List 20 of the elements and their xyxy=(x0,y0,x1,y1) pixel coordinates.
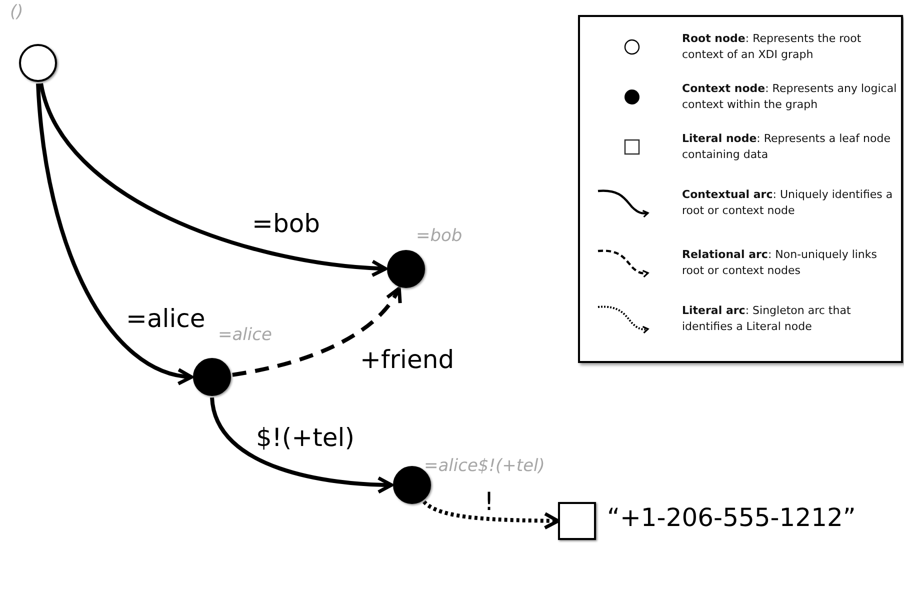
node-caption: () xyxy=(10,2,24,22)
arrow xyxy=(210,397,394,494)
legend-text: Contextual arc: Uniquely identifies a root or context node xyxy=(682,187,894,219)
node-caption: =alice$!(+tel) xyxy=(424,456,545,476)
literal-node-square xyxy=(558,502,596,540)
arrow xyxy=(39,82,388,277)
arrow xyxy=(36,83,194,384)
legend-text: Literal arc: Singleton arc that identifies a Literal node xyxy=(682,303,852,335)
root-node-circle xyxy=(19,44,57,82)
literal-value: “+1-206-555-1212” xyxy=(607,503,856,532)
context-node-circle xyxy=(193,358,231,396)
node-caption: =alice xyxy=(218,325,272,345)
legend-text: Context node: Represents any logical context within the graph xyxy=(682,81,897,113)
node-caption: =bob xyxy=(416,226,462,246)
legend-text: Root node: Represents the root context of an XDI graph xyxy=(682,31,862,63)
dashed-arrow xyxy=(422,500,560,530)
legend-text: Relational arc: Non-uniquely links root or context nodes xyxy=(682,247,878,279)
context-node-circle xyxy=(387,250,425,288)
legend-text: Literal node: Represents a leaf node containing data xyxy=(682,131,892,163)
dashed-arrow xyxy=(232,286,401,377)
